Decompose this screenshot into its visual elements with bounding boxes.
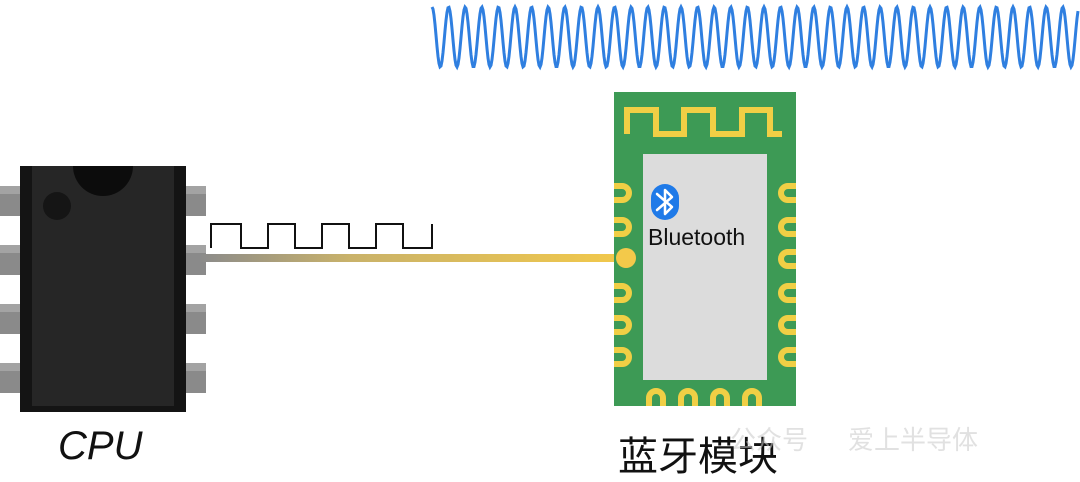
- bluetooth-module-label: 蓝牙模块: [618, 434, 778, 480]
- cpu-pin1-dot: [43, 192, 71, 220]
- watermark: 公众号 爱上半导体: [730, 420, 978, 457]
- cpu-chip: [0, 166, 206, 412]
- module-left-pads: [614, 183, 632, 367]
- rf-wave: [430, 3, 1080, 71]
- module-right-pads: [778, 183, 796, 367]
- cpu-label: CPU: [58, 424, 143, 468]
- square-wave: [210, 223, 433, 249]
- bluetooth-module: Bluetooth: [614, 92, 796, 406]
- bluetooth-text: Bluetooth: [648, 224, 745, 250]
- watermark-right: 爱上半导体: [848, 426, 979, 456]
- module-bottom-pads: [646, 388, 762, 406]
- bluetooth-icon: [651, 184, 679, 220]
- module-signal-pad: [616, 248, 636, 268]
- signal-line: [200, 254, 628, 262]
- cpu-notch: [73, 166, 133, 196]
- module-antenna: [624, 107, 782, 137]
- watermark-left: 公众号: [730, 426, 809, 456]
